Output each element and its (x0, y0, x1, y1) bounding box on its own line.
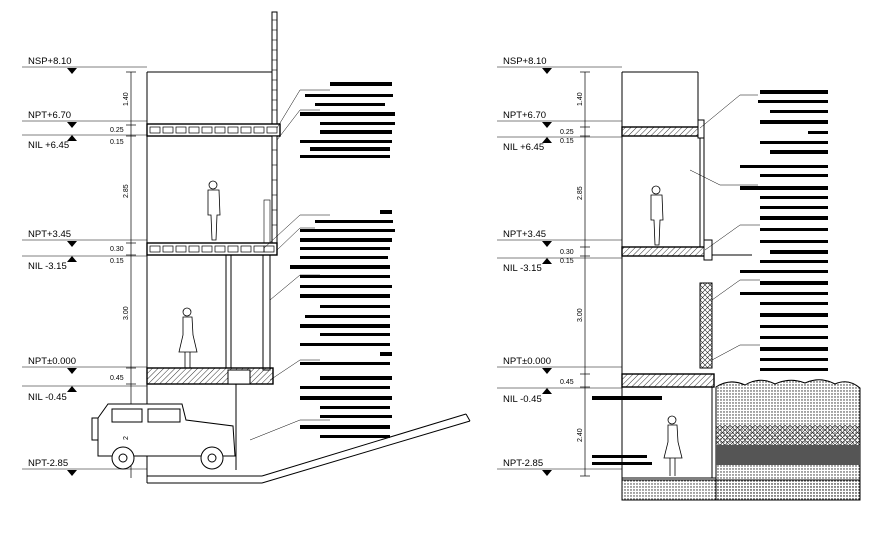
dimension-label: 2.85 (577, 186, 584, 200)
left-section (22, 11, 471, 484)
car-icon (91, 403, 236, 470)
dimension-label: 0.15 (560, 138, 574, 145)
right-dimension-labels: 1.40 0.25 0.15 2.85 0.30 0.15 3.00 0.45 … (560, 92, 584, 442)
right-level-labels: NSP+8.10 NPT+6.70 NIL +6.45 NPT+3.45 NIL… (503, 56, 551, 469)
dimension-label: 2.40 (577, 428, 584, 442)
dimension-label: 0.15 (110, 258, 124, 265)
left-level-labels: NSP+8.10 NPT+6.70 NIL +6.45 NPT+3.45 NIL… (28, 56, 76, 469)
dimension-label: 0.25 (110, 127, 124, 134)
person-figure-right-lower (663, 415, 683, 476)
person-figure-right-upper (650, 185, 664, 246)
level-label: NSP+8.10 (503, 56, 547, 67)
right-section (497, 66, 861, 501)
level-label: NPT+3.45 (28, 229, 71, 240)
left-dimension-labels: 1.40 0.25 0.15 2.85 0.30 0.15 3.00 0.45 … (110, 92, 130, 440)
level-label: NIL -0.45 (503, 394, 542, 405)
level-label: NSP+8.10 (28, 56, 72, 67)
person-figure-upper (207, 180, 221, 241)
level-label: NPT+3.45 (503, 229, 546, 240)
right-annotation-bars (592, 90, 828, 465)
level-label: NIL -0.45 (28, 392, 67, 403)
level-label: NIL +6.45 (503, 142, 544, 153)
level-label: NPT+6.70 (28, 110, 71, 121)
dimension-label: 0.45 (560, 379, 574, 386)
level-label: NPT-2.85 (503, 458, 543, 469)
dimension-label: 1.40 (123, 92, 130, 106)
dimension-label: 2.85 (123, 184, 130, 198)
level-label: NPT+6.70 (503, 110, 546, 121)
dimension-label: 0.45 (110, 375, 124, 382)
dimension-label: 0.15 (560, 258, 574, 265)
dimension-label: 0.25 (560, 129, 574, 136)
level-label: NPT±0.000 (503, 356, 551, 367)
dimension-label: 0.30 (110, 246, 124, 253)
dimension-label: 1.40 (577, 92, 584, 106)
person-figure-lower (178, 307, 198, 368)
dimension-label: 2 (123, 436, 130, 440)
level-label: NIL -3.15 (28, 261, 67, 272)
dimension-label: 3.00 (577, 308, 584, 322)
level-label: NIL +6.45 (28, 140, 69, 151)
level-label: NPT-2.85 (28, 458, 68, 469)
dimension-label: 0.15 (110, 139, 124, 146)
level-label: NPT±0.000 (28, 356, 76, 367)
dimension-label: 0.30 (560, 249, 574, 256)
left-annotation-bars (290, 82, 395, 438)
level-label: NIL -3.15 (503, 263, 542, 274)
dimension-label: 3.00 (123, 306, 130, 320)
